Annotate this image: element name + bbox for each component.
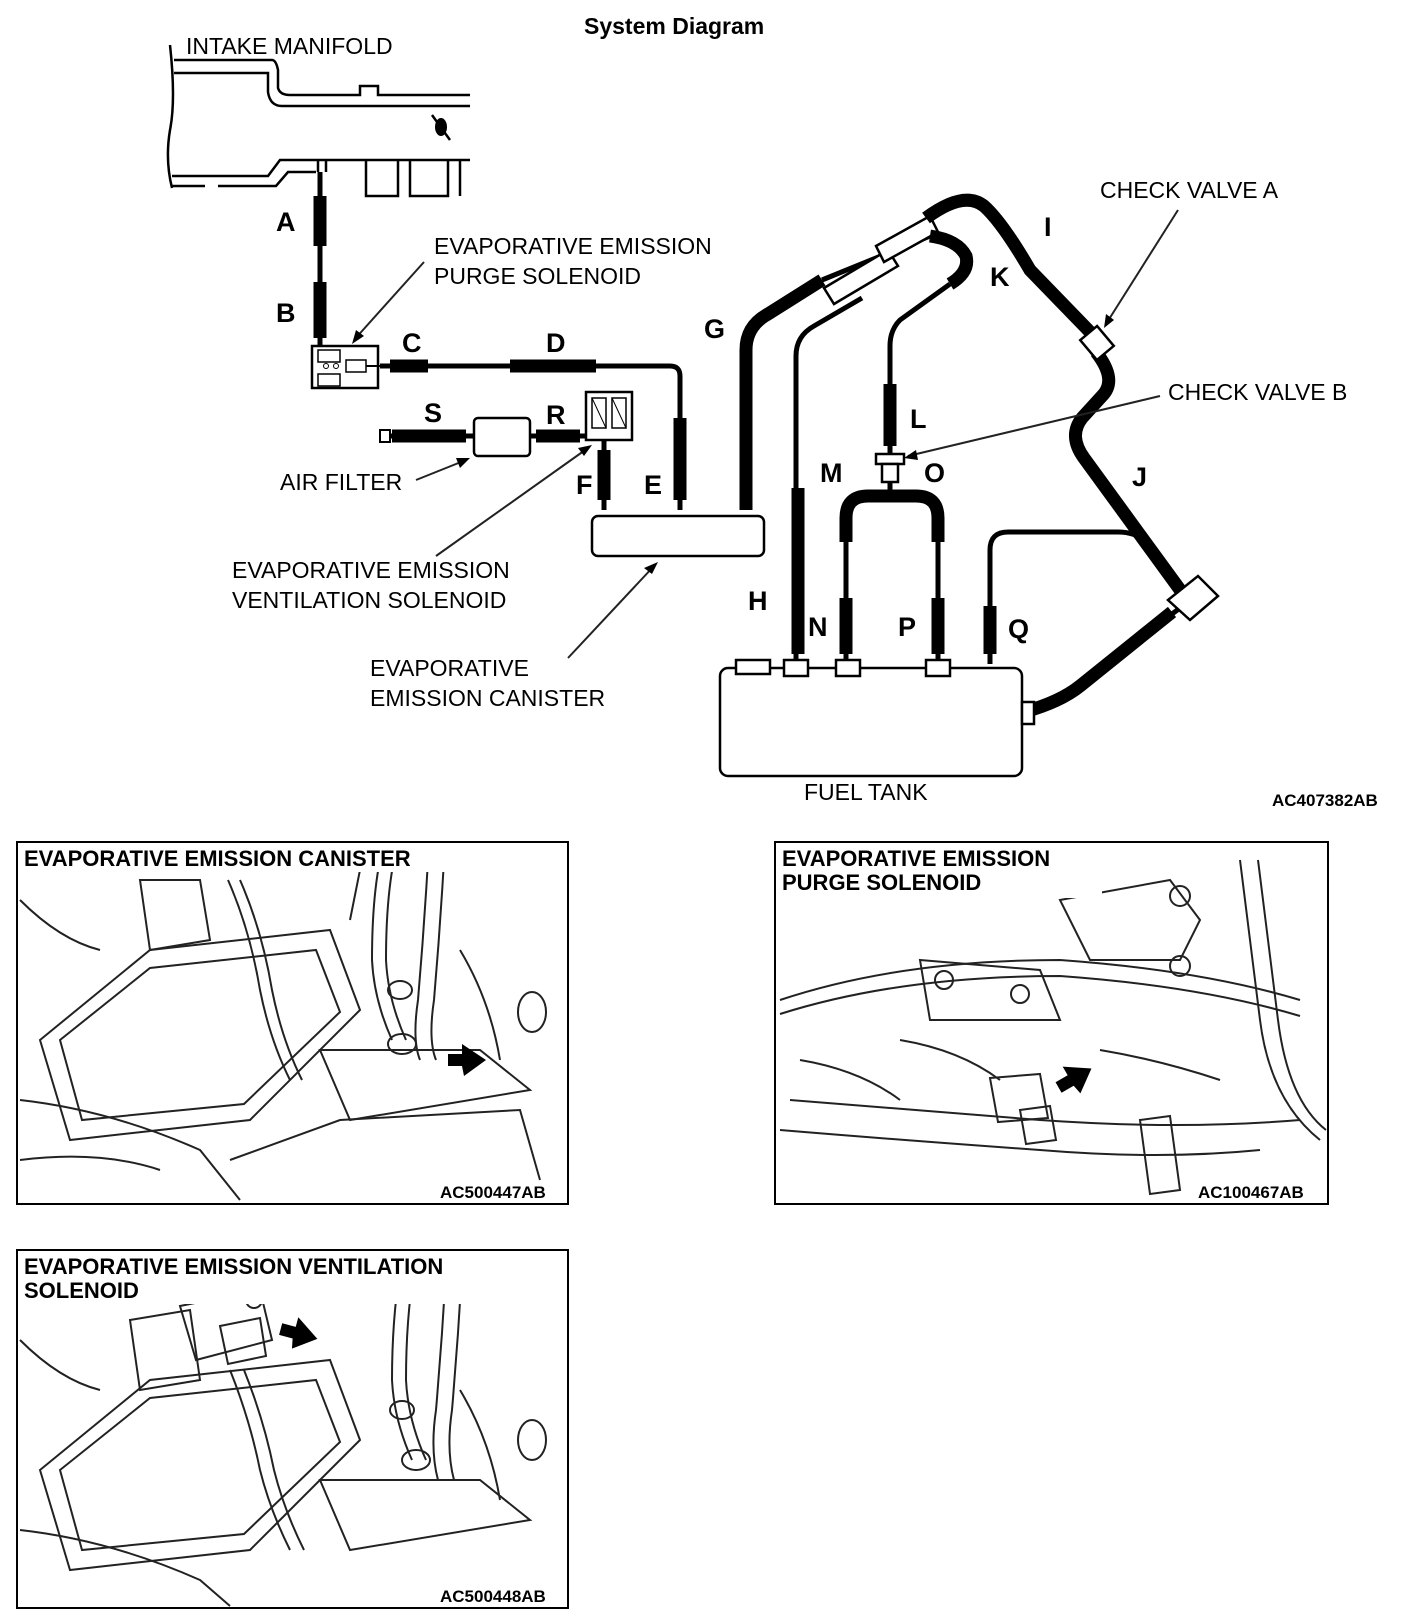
purge-solenoid-label-line2: PURGE SOLENOID bbox=[434, 263, 641, 289]
hose-label-m: M bbox=[820, 458, 843, 488]
ventilation-solenoid-photo-panel: EVAPORATIVE EMISSION VENTILATION SOLENOI… bbox=[16, 1249, 569, 1609]
ventilation-panel-code: AC500448AB bbox=[440, 1587, 546, 1606]
tank-vent-block bbox=[822, 214, 940, 306]
hose-label-l: L bbox=[910, 404, 927, 434]
hose-label-i: I bbox=[1044, 212, 1052, 242]
canister-label-line2: EMISSION CANISTER bbox=[370, 685, 605, 711]
ventilation-solenoid-label-line1: EVAPORATIVE EMISSION bbox=[232, 557, 510, 583]
purge-panel-code: AC100467AB bbox=[1198, 1183, 1304, 1202]
hose-label-g: G bbox=[704, 314, 725, 344]
hose-m-n-o-p-line bbox=[839, 482, 945, 662]
ventilation-panel-title-line2: SOLENOID bbox=[24, 1278, 139, 1303]
ventilation-solenoid-label-line2: VENTILATION SOLENOID bbox=[232, 587, 506, 613]
air-filter-label: AIR FILTER bbox=[280, 469, 402, 495]
hose-label-p: P bbox=[898, 612, 916, 642]
intake-manifold bbox=[166, 44, 470, 198]
ventilation-panel-title-line1: EVAPORATIVE EMISSION VENTILATION bbox=[24, 1254, 443, 1279]
fuel-tank-label: FUEL TANK bbox=[804, 779, 928, 805]
hose-label-c: C bbox=[402, 328, 422, 358]
diagram-code: AC407382AB bbox=[1272, 791, 1378, 810]
hose-q-line bbox=[983, 529, 1181, 664]
hose-label-o: O bbox=[924, 458, 945, 488]
hose-k-l-line bbox=[883, 229, 974, 460]
hose-label-h: H bbox=[748, 586, 768, 616]
canister-label-line1: EVAPORATIVE bbox=[370, 655, 529, 681]
canister-panel-title: EVAPORATIVE EMISSION CANISTER bbox=[24, 846, 411, 871]
hose-s-r-line bbox=[379, 429, 586, 443]
purge-solenoid bbox=[310, 344, 380, 390]
hose-c-d-e-line bbox=[380, 359, 687, 510]
hose-label-e: E bbox=[644, 470, 662, 500]
hose-label-s: S bbox=[424, 398, 442, 428]
purge-solenoid-label-line1: EVAPORATIVE EMISSION bbox=[434, 233, 712, 259]
purge-panel-title-line1: EVAPORATIVE EMISSION bbox=[782, 846, 1050, 871]
hose-label-q: Q bbox=[1008, 614, 1029, 644]
canister-photo-panel: EVAPORATIVE EMISSION CANISTER AC500447AB bbox=[16, 841, 569, 1205]
diagram-title: System Diagram bbox=[584, 13, 764, 39]
fuel-tank bbox=[718, 658, 1036, 778]
ventilation-solenoid bbox=[584, 390, 634, 442]
canister-panel-code: AC500447AB bbox=[440, 1183, 546, 1202]
hose-label-r: R bbox=[546, 400, 566, 430]
filler-neck bbox=[1022, 574, 1220, 719]
hose-label-n: N bbox=[808, 612, 828, 642]
hose-h-line bbox=[791, 293, 864, 662]
check-valve-b bbox=[874, 452, 906, 484]
air-filter bbox=[472, 416, 532, 458]
check-valve-b-label: CHECK VALVE B bbox=[1168, 379, 1347, 405]
hose-label-d: D bbox=[546, 328, 566, 358]
hose-label-k: K bbox=[990, 262, 1010, 292]
check-valve-a bbox=[1078, 324, 1116, 362]
hose-label-b: B bbox=[276, 298, 296, 328]
hose-label-j: J bbox=[1132, 462, 1147, 492]
evaporative-emission-canister bbox=[590, 514, 766, 558]
hose-label-f: F bbox=[576, 470, 593, 500]
purge-solenoid-photo-panel: EVAPORATIVE EMISSION PURGE SOLENOID AC10… bbox=[774, 841, 1329, 1205]
hose-label-a: A bbox=[276, 207, 296, 237]
intake-manifold-label: INTAKE MANIFOLD bbox=[186, 33, 393, 59]
purge-panel-title-line2: PURGE SOLENOID bbox=[782, 870, 981, 895]
check-valve-a-label: CHECK VALVE A bbox=[1100, 177, 1279, 203]
